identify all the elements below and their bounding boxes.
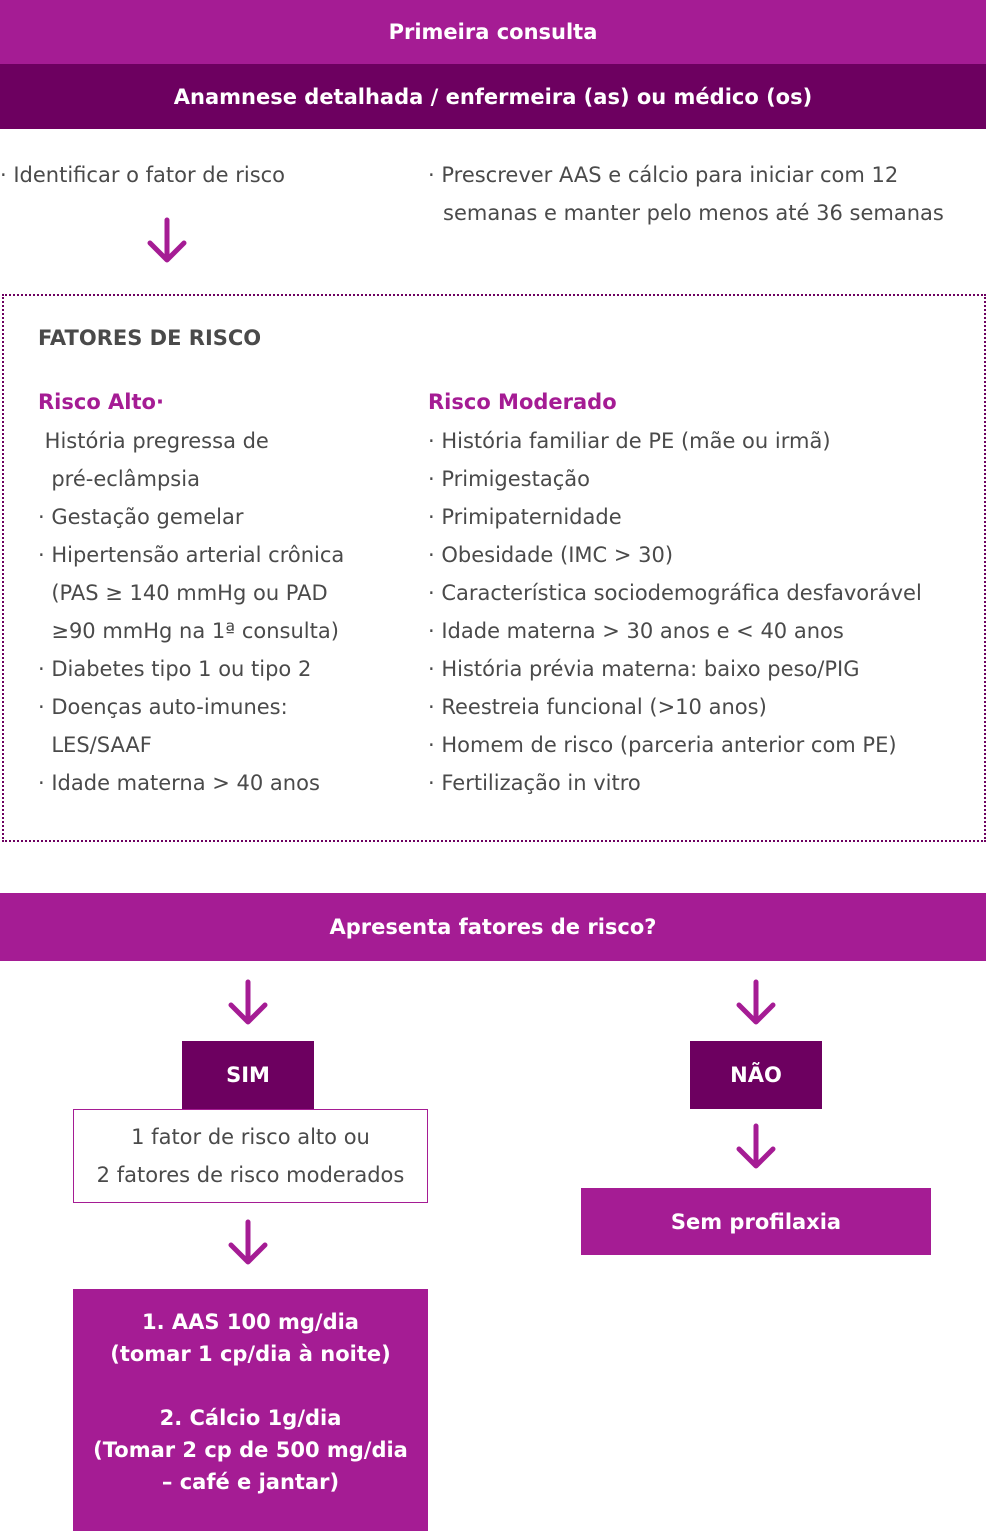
anamnesis-bar: Anamnese detalhada / enfermeira (as) ou …	[0, 64, 986, 129]
risk-factor-item: · Primipaternidade	[428, 505, 622, 529]
risk-factor-item: · Doenças auto-imunes:	[38, 695, 288, 719]
arrow-down-icon	[147, 217, 187, 263]
risk-factor-item: · Idade materna > 30 anos e < 40 anos	[428, 619, 844, 643]
treatment-line3: 2. Cálcio 1g/dia	[159, 1406, 342, 1430]
risk-factor-item: · História familiar de PE (mãe ou irmã)	[428, 429, 831, 453]
criteria-line2: 2 fatores de risco moderados	[96, 1163, 405, 1187]
first-consult-label: Primeira consulta	[388, 20, 598, 44]
moderate-risk-heading: Risco Moderado	[428, 390, 617, 414]
identify-step: · Identificar o fator de risco	[0, 163, 286, 187]
risk-factor-item: pré-eclâmpsia	[38, 467, 200, 491]
treatment-line5: – café e jantar)	[161, 1470, 340, 1494]
high-risk-list: História pregressa de pré-eclâmpsia · Ges…	[38, 422, 344, 802]
treatment-line4: (Tomar 2 cp de 500 mg/dia	[93, 1438, 408, 1462]
criteria-line1: 1 fator de risco alto ou	[131, 1125, 370, 1149]
risk-factor-item: · Idade materna > 40 anos	[38, 771, 320, 795]
question-bar: Apresenta fatores de risco?	[0, 893, 986, 961]
prescribe-step-line1: · Prescrever AAS e cálcio para iniciar c…	[428, 163, 899, 187]
risk-factor-item: · Reestreia funcional (>10 anos)	[428, 695, 767, 719]
risk-factor-item: · Fertilização in vitro	[428, 771, 641, 795]
first-consult-bar: Primeira consulta	[0, 0, 986, 64]
question-label: Apresenta fatores de risco?	[329, 915, 657, 939]
arrow-down-icon	[736, 1123, 776, 1169]
risk-factor-item: · Homem de risco (parceria anterior com …	[428, 733, 897, 757]
high-risk-heading: Risco Alto·	[38, 390, 164, 414]
risk-factor-item: · Característica sociodemográfica desfav…	[428, 581, 922, 605]
risk-factor-item: · Diabetes tipo 1 ou tipo 2	[38, 657, 312, 681]
risk-factor-item: · Hipertensão arterial crônica	[38, 543, 345, 567]
no-prophylaxis-label: Sem profilaxia	[670, 1209, 842, 1234]
risk-factors-title: FATORES DE RISCO	[38, 326, 262, 350]
arrow-down-icon	[228, 1219, 268, 1265]
no-prophylaxis-box: Sem profilaxia	[581, 1188, 931, 1255]
moderate-risk-list: · História familiar de PE (mãe ou irmã) ·…	[428, 422, 922, 802]
no-label: NÃO	[730, 1063, 782, 1087]
no-box: NÃO	[690, 1041, 822, 1109]
criteria-box: 1 fator de risco alto ou 2 fatores de ri…	[73, 1109, 428, 1203]
treatment-box: 1. AAS 100 mg/dia (tomar 1 cp/dia à noit…	[73, 1289, 428, 1531]
risk-factors-box	[2, 294, 986, 842]
risk-factor-item: · História prévia materna: baixo peso/PI…	[428, 657, 860, 681]
anamnesis-label: Anamnese detalhada / enfermeira (as) ou …	[173, 84, 813, 109]
risk-factor-item: História pregressa de	[38, 429, 269, 453]
risk-factor-item: · Obesidade (IMC > 30)	[428, 543, 674, 567]
yes-label: SIM	[226, 1063, 270, 1087]
arrow-down-icon	[228, 979, 268, 1025]
risk-factor-item: · Primigestação	[428, 467, 590, 491]
risk-factor-item: (PAS ≥ 140 mmHg ou PAD	[38, 581, 328, 605]
treatment-line1: 1. AAS 100 mg/dia	[142, 1310, 359, 1334]
treatment-line2: (tomar 1 cp/dia à noite)	[110, 1342, 391, 1366]
risk-factor-item: · Gestação gemelar	[38, 505, 244, 529]
prescribe-step-line2: semanas e manter pelo menos até 36 seman…	[443, 201, 944, 225]
risk-factor-item: ≥90 mmHg na 1ª consulta)	[38, 619, 339, 643]
risk-factor-item: LES/SAAF	[38, 733, 152, 757]
arrow-down-icon	[736, 979, 776, 1025]
yes-box: SIM	[182, 1041, 314, 1109]
